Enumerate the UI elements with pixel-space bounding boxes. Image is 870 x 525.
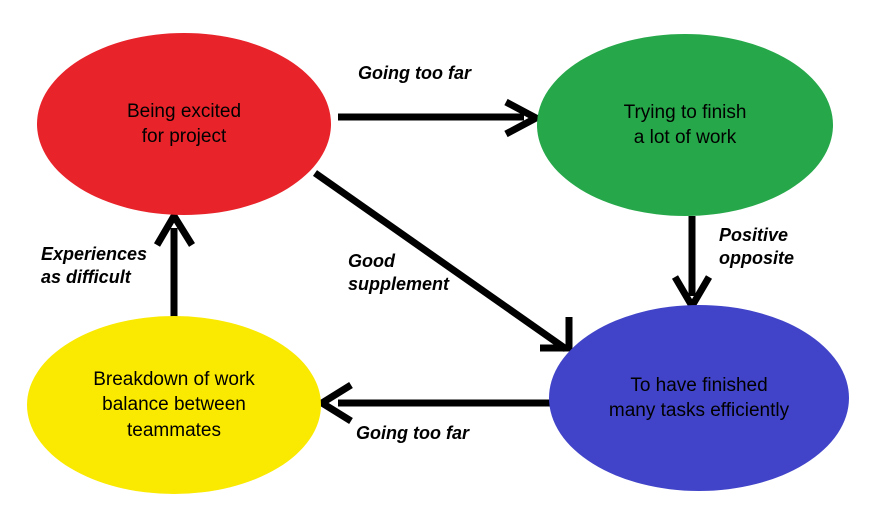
edge-label-excited-to-finish-work: Going too far (358, 63, 471, 83)
node-finish-work[interactable]: Trying to finish a lot of work (537, 34, 833, 216)
edge-line (312, 170, 569, 352)
arrowhead-icon (540, 317, 573, 352)
edge-finished-tasks-to-breakdown (315, 382, 550, 424)
edge-breakdown-to-excited (153, 209, 195, 318)
edge-excited-to-finished-tasks (312, 170, 573, 352)
arrowhead-icon (315, 382, 353, 424)
edge-label-breakdown-to-excited: Experiences as difficult (41, 244, 148, 288)
node-breakdown[interactable]: Breakdown of work balance between teamma… (27, 316, 321, 494)
node-finish-work-label: Trying to finish a lot of work (623, 101, 747, 148)
edge-label-finish-work-to-finished-tasks: Positive opposite (719, 225, 794, 269)
node-finished-tasks[interactable]: To have finished many tasks efficiently (549, 305, 849, 491)
arrowhead-icon (504, 98, 544, 138)
edge-label-finished-tasks-to-breakdown: Going too far (356, 423, 469, 443)
edge-excited-to-finish-work (338, 98, 544, 138)
node-breakdown-label: Breakdown of work balance between teamma… (93, 369, 255, 441)
node-excited[interactable]: Being excited for project (37, 33, 331, 215)
node-finished-tasks-label: To have finished many tasks efficiently (608, 374, 790, 421)
edge-label-excited-to-finished-tasks: Good supplement (348, 251, 450, 295)
node-excited-label: Being excited for project (126, 100, 242, 147)
edge-finish-work-to-finished-tasks (671, 216, 713, 313)
arrowhead-icon (153, 209, 195, 247)
